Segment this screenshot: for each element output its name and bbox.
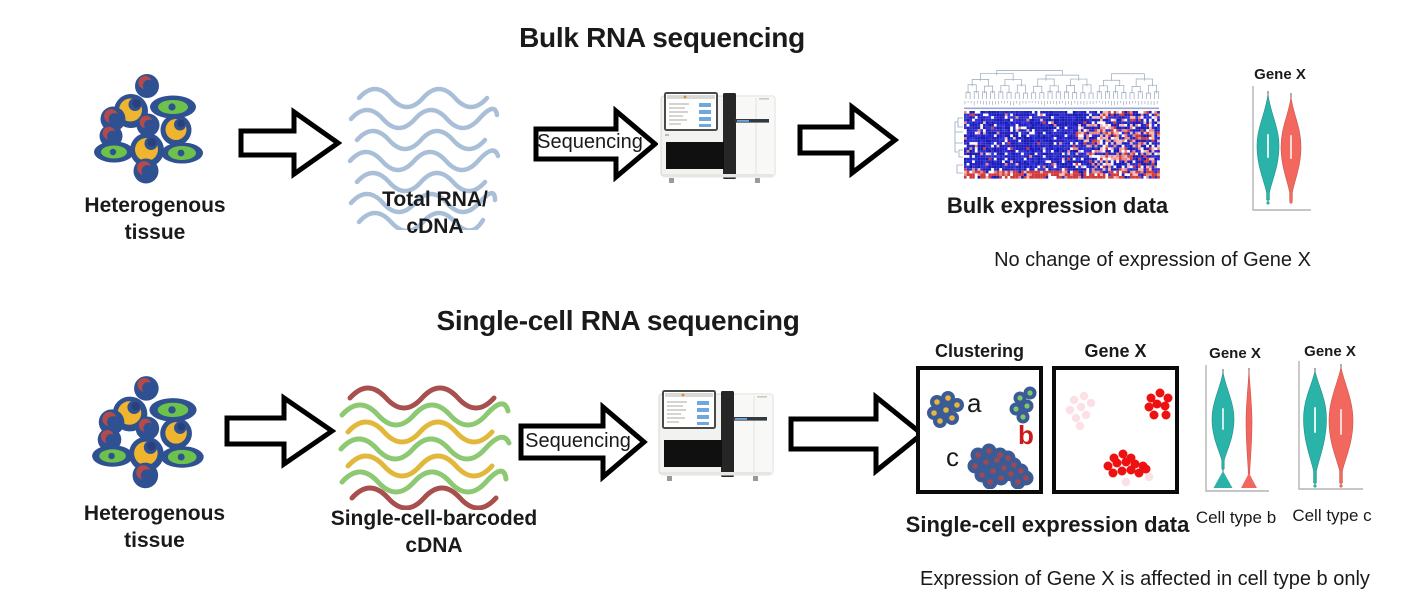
heterogeneous-tissue-illustration [92, 376, 204, 489]
single-tissue-label: Heterogenous tissue [83, 502, 226, 553]
flow-arrow-icon [224, 393, 336, 469]
clustering-panel: a b c [916, 366, 1043, 494]
violin-plot-bulk [1252, 86, 1311, 211]
bulk-violin-title: Gene X [1254, 66, 1306, 83]
genex-panel-title: Gene X [1084, 341, 1147, 361]
sequencer-illustration [660, 92, 776, 183]
sequencer-illustration [658, 390, 774, 481]
sequencing-arrow-icon [533, 105, 658, 183]
single-sequencing-label: Sequencing [525, 430, 631, 452]
flow-arrow-icon [238, 107, 342, 179]
bulk-rna-label: Total RNA/ cDNA [382, 188, 488, 239]
bulk-section-title: Bulk RNA sequencing [519, 22, 805, 53]
bulk-expression-label: Bulk expression data [946, 193, 1169, 218]
violin-c-title: Gene X [1304, 343, 1356, 360]
bulk-tissue-label: Heterogenous tissue [84, 194, 226, 245]
sequencing-arrow-icon [518, 401, 648, 483]
single-cdna-label: Single-cell-barcoded cDNA [330, 507, 538, 558]
violin-b-caption: Cell type b [1195, 508, 1277, 527]
genex-panel [1052, 366, 1179, 494]
single-cell-section-title: Single-cell RNA sequencing [436, 305, 800, 336]
flow-arrow-icon [797, 101, 899, 179]
bulk-note: No change of expression of Gene X [994, 249, 1311, 271]
violin-plot-cell-type-c [1298, 361, 1363, 490]
genex-scatter-illustration [1065, 388, 1173, 487]
violin-b-title: Gene X [1209, 345, 1261, 362]
clustering-panel-title: Clustering [934, 341, 1024, 361]
barcoded-cdna-waves-icon [338, 385, 512, 510]
flow-arrow-icon [788, 391, 926, 477]
violin-plot-cell-type-b [1205, 365, 1269, 492]
heatmap-illustration [954, 70, 1160, 179]
total-rna-waves-icon [347, 86, 501, 230]
single-expression-label: Single-cell expression data [905, 512, 1190, 537]
bulk-sequencing-label: Sequencing [537, 131, 643, 153]
cluster-scatter-illustration [927, 386, 1037, 489]
cluster-c-label: c [946, 442, 959, 472]
violin-c-caption: Cell type c [1292, 506, 1372, 525]
single-note: Expression of Gene X is affected in cell… [920, 568, 1370, 590]
cluster-a-label: a [967, 388, 982, 418]
heterogeneous-tissue-illustration [94, 74, 203, 184]
cluster-b-label: b [1018, 420, 1034, 450]
